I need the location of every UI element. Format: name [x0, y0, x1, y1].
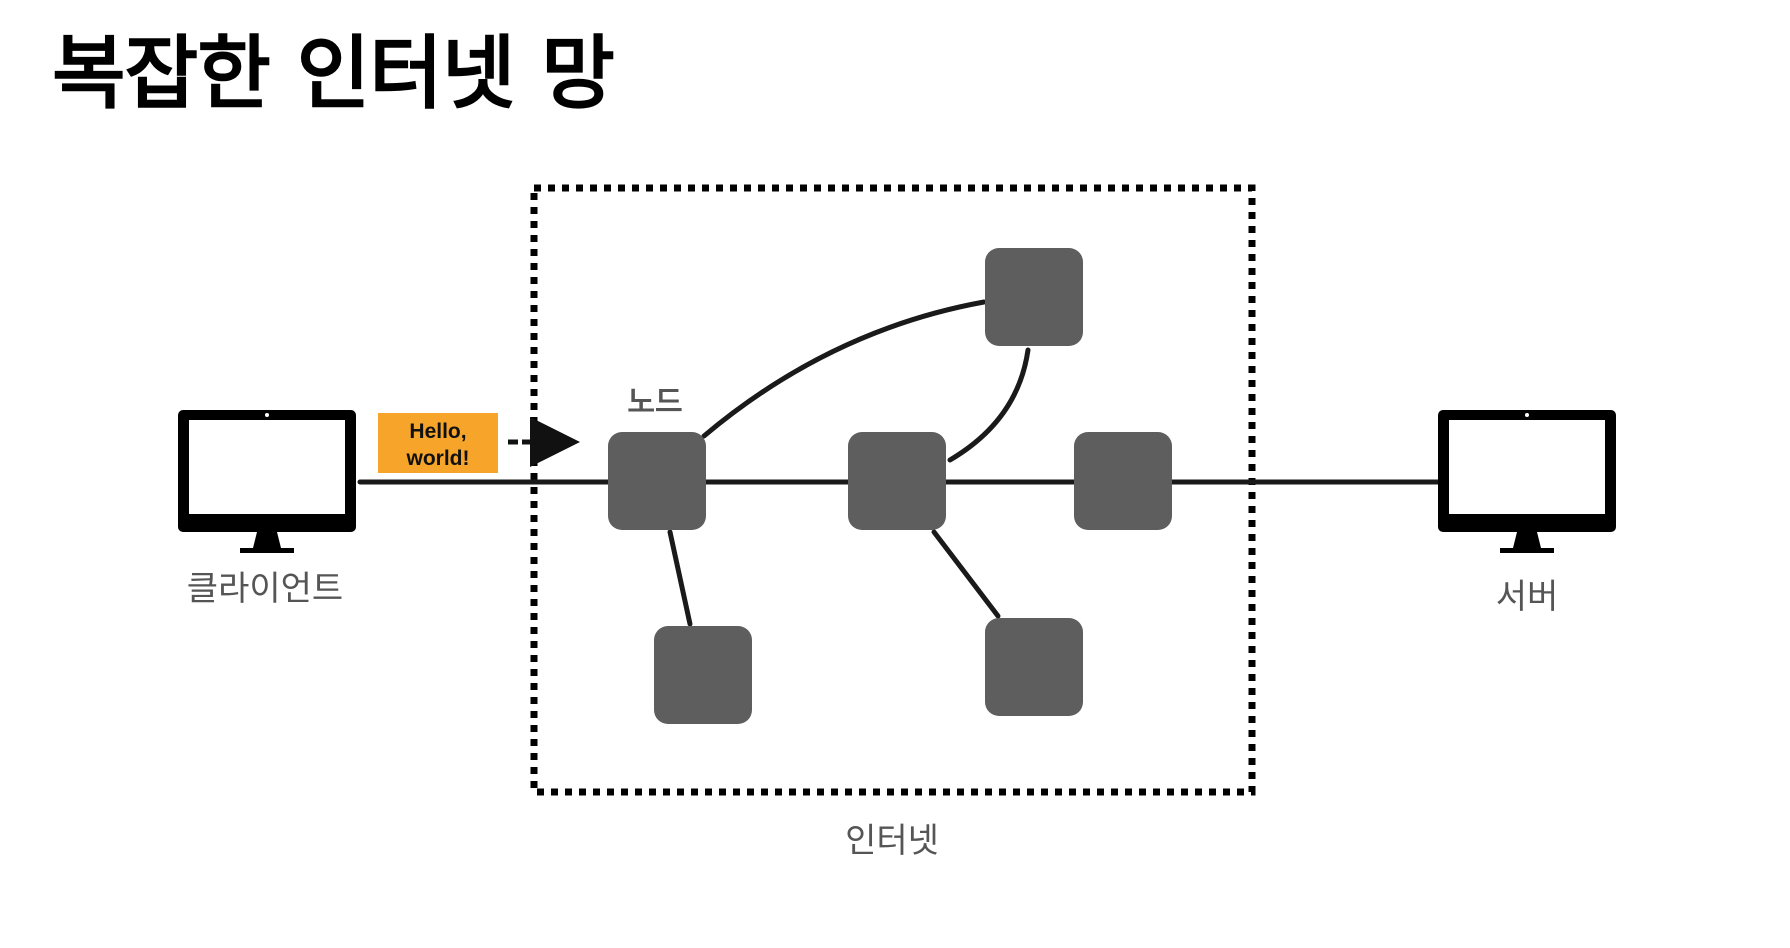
node-bottom-left — [654, 626, 752, 724]
slide-title: 복잡한 인터넷 망 — [52, 27, 615, 120]
network-nodes — [608, 248, 1172, 724]
connection-lines — [357, 299, 1441, 627]
server-label: 서버 — [1496, 577, 1559, 617]
node-bottom-right — [985, 618, 1083, 716]
client-label: 클라이언트 — [187, 569, 343, 609]
node1-to-bottom-node-line — [667, 529, 693, 627]
message-line-2: world! — [406, 447, 470, 470]
node-middle — [848, 432, 946, 530]
node2-to-top-node-line — [947, 347, 1031, 463]
node-label: 노드 — [627, 385, 682, 420]
internet-label: 인터넷 — [845, 821, 939, 861]
node-exit — [1074, 432, 1172, 530]
message-box: Hello, world! — [378, 413, 498, 473]
message-box-background — [378, 413, 498, 473]
node-top — [985, 248, 1083, 346]
server-monitor-icon — [1438, 410, 1616, 553]
internet-boundary — [530, 184, 1256, 796]
node2-to-bottom-node-line — [931, 529, 1001, 619]
node1-to-top-node-line — [701, 299, 987, 439]
node-entry — [608, 432, 706, 530]
client-monitor-icon — [178, 410, 356, 553]
message-line-1: Hello, — [409, 420, 466, 443]
